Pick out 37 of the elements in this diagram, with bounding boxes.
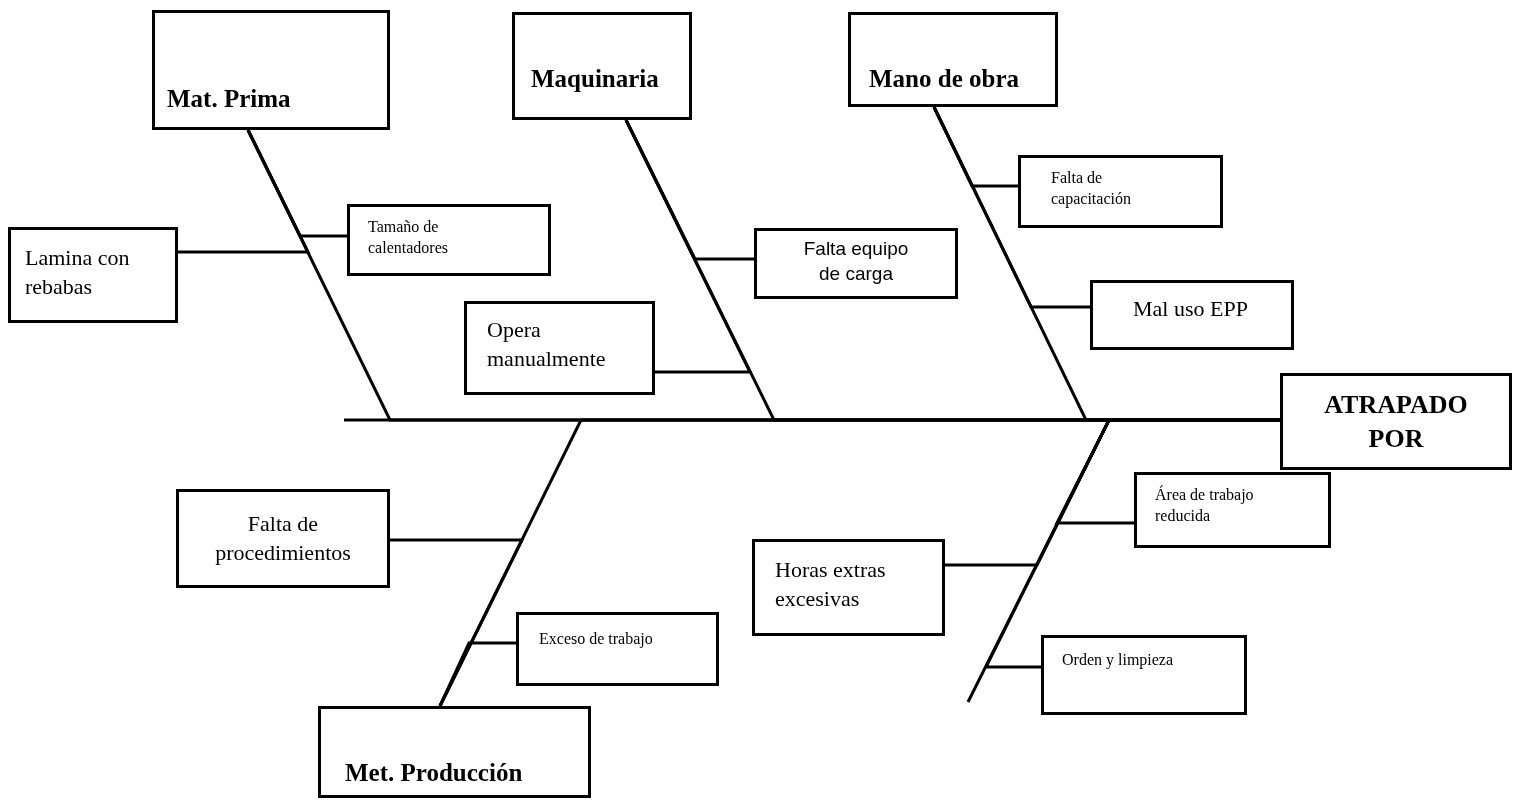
cause-box (1018, 155, 1223, 228)
category-label: Mat. Prima (167, 84, 292, 114)
category-label: Met. Producción (345, 758, 524, 788)
effect-box (1280, 373, 1512, 470)
category-box (848, 12, 1058, 107)
cause-box (464, 301, 655, 395)
category-label: Maquinaria (531, 64, 660, 94)
cause-box (752, 539, 945, 636)
category-box (152, 10, 390, 130)
cause-box (1041, 635, 1247, 715)
cause-label: Mal uso EPP (1133, 295, 1249, 323)
cause-label: Tamaño de calentadores (368, 217, 449, 258)
category-box (512, 12, 692, 120)
cause-label: Horas extras excesivas (775, 556, 887, 613)
cause-label: Falta de procedimientos (214, 510, 352, 567)
cause-label: Falta de capacitación (1051, 168, 1132, 210)
category-label: ATRAPADO POR (1323, 389, 1469, 455)
category-box (318, 706, 591, 798)
connector-line (246, 129, 347, 238)
cause-box (8, 227, 178, 323)
cause-label: Lamina con rebabas (25, 244, 131, 301)
cause-box (1090, 280, 1294, 350)
cause-label: Orden y limpieza (1062, 650, 1175, 671)
cause-box (1134, 472, 1331, 548)
cause-label: Opera manualmente (487, 316, 607, 373)
cause-box (176, 489, 390, 588)
connector-line (624, 119, 753, 374)
connector-line (438, 641, 516, 707)
cause-label: Exceso de trabajo (539, 629, 654, 650)
cause-label: Falta equipo de carga (802, 237, 910, 286)
connector-line (983, 418, 1280, 669)
cause-box (516, 612, 719, 686)
category-label: Mano de obra (869, 64, 1020, 94)
connector-line (932, 106, 1090, 309)
cause-box (347, 204, 551, 276)
cause-label: Área de trabajo reducida (1155, 485, 1255, 526)
cause-box (754, 228, 958, 299)
